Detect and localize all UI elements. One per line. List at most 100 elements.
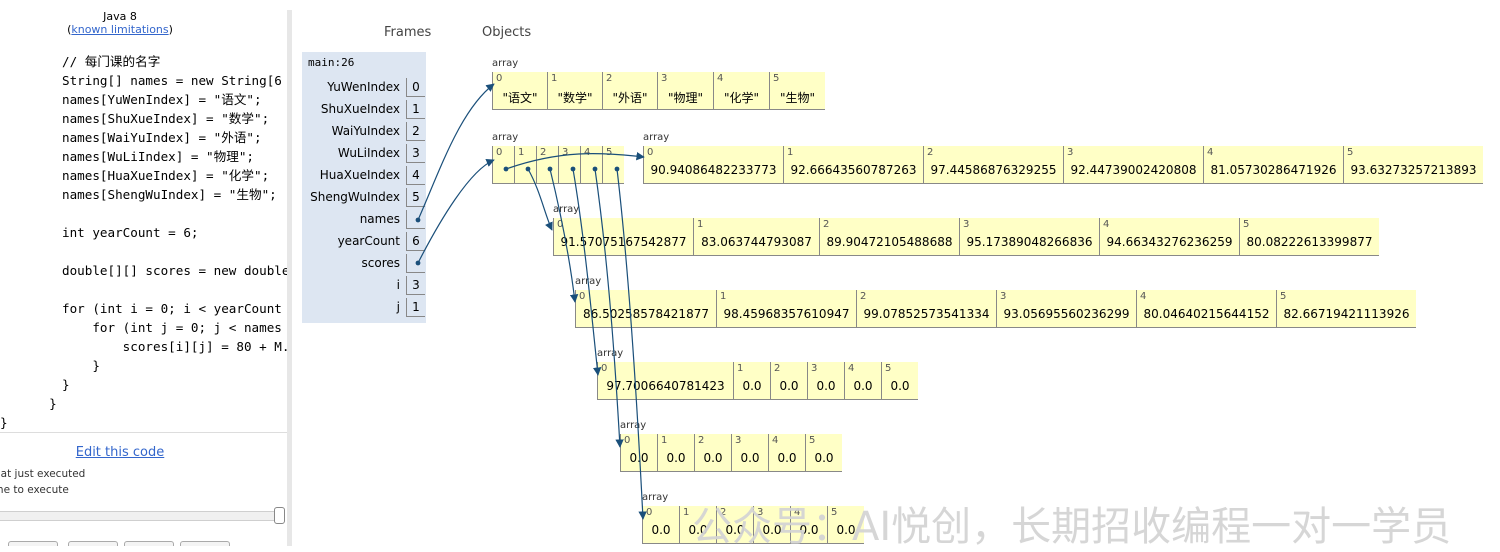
cell-index: 0: [496, 147, 503, 158]
scores-row-0-label: array: [643, 132, 670, 143]
code-line: for (int i = 0; i < yearCount: [62, 301, 282, 316]
step-slider[interactable]: [0, 511, 284, 521]
array-cell: 5 "生物": [769, 72, 825, 110]
code-line: scores[i][j] = 80 + M.: [62, 339, 287, 354]
cell-value: "生物": [779, 91, 816, 105]
scores-row-2-label: array: [575, 276, 602, 287]
cell-index: 2: [823, 219, 830, 230]
cell-index: 5: [809, 435, 816, 446]
first-button[interactable]: [8, 541, 58, 546]
var-name: i: [396, 278, 400, 292]
frame-var-scores: scores: [302, 252, 426, 274]
cell-value: 0.0: [725, 523, 745, 537]
cell-index: 3: [757, 507, 764, 518]
divider-line: [0, 432, 287, 433]
var-value: 4: [406, 166, 425, 185]
cell-index: 3: [661, 73, 668, 84]
cell-value: 99.07852573541334: [863, 307, 990, 321]
cell-index: 0: [557, 219, 564, 230]
forward-button[interactable]: [124, 541, 174, 546]
frame-var-names: names: [302, 208, 426, 230]
cell-value: 0.0: [688, 523, 708, 537]
pointer-arrow: [572, 168, 602, 376]
cell-value: 80.04640215644152: [1143, 307, 1270, 321]
language-label: Java 8: [103, 10, 137, 23]
code-line: names[YuWenIndex] = "语文";: [62, 92, 262, 107]
edit-code-link[interactable]: Edit this code: [75, 445, 165, 460]
pane-divider[interactable]: [287, 10, 292, 546]
var-name: names: [359, 212, 400, 226]
cell-index: 5: [773, 73, 780, 84]
cell-index: 1: [661, 435, 668, 446]
cell-index: 1: [518, 147, 525, 158]
cell-value: 0.0: [703, 451, 723, 465]
frames-header: Frames: [384, 25, 432, 40]
cell-index: 1: [720, 291, 727, 302]
cell-index: 2: [698, 435, 705, 446]
var-name: HuaXueIndex: [319, 168, 400, 182]
cell-value: 0.0: [762, 523, 782, 537]
cell-value: 86.50258578421877: [583, 307, 709, 321]
var-value: [406, 210, 425, 229]
cell-index: 3: [562, 147, 569, 158]
code-line: }: [62, 358, 100, 373]
known-limitations-link[interactable]: known limitations: [71, 23, 169, 36]
cell-index: 4: [584, 147, 591, 158]
cell-index: 5: [885, 363, 892, 374]
array-cell: 5: [602, 146, 624, 184]
cell-value: 0.0: [742, 379, 762, 393]
var-value: 1: [406, 100, 425, 119]
language-header: Java 8 (known limitations): [0, 10, 240, 36]
cell-index: 4: [794, 507, 801, 518]
cell-value: "数学": [557, 91, 593, 105]
cell-value: 0.0: [853, 379, 873, 393]
pointer-arrow: [417, 83, 495, 221]
cell-index: 2: [540, 147, 547, 158]
last-button[interactable]: [180, 541, 230, 546]
cell-index: 2: [720, 507, 727, 518]
var-value: [406, 254, 425, 273]
cell-index: 1: [787, 147, 794, 158]
var-name: scores: [361, 256, 401, 270]
cell-index: 0: [601, 363, 608, 374]
back-button[interactable]: [68, 541, 118, 546]
cell-index: 3: [811, 363, 818, 374]
cell-index: 0: [624, 435, 631, 446]
cell-value: 97.7006640781423: [606, 379, 725, 393]
cell-index: 5: [1243, 219, 1250, 230]
cell-index: 2: [927, 147, 934, 158]
cell-value: "化学": [723, 91, 760, 105]
array-cell: 1: [514, 146, 536, 184]
cell-value: 97.44586876329255: [930, 163, 1057, 177]
names-array-label: array: [492, 58, 519, 69]
step-slider-handle[interactable]: [274, 507, 285, 524]
cell-index: 1: [697, 219, 704, 230]
cell-index: 3: [1067, 147, 1074, 158]
cell-value: 0.0: [779, 379, 799, 393]
array-cell: 3"物理": [657, 72, 713, 110]
var-name: WuLiIndex: [337, 146, 400, 160]
frame-name: main:26: [308, 56, 355, 69]
